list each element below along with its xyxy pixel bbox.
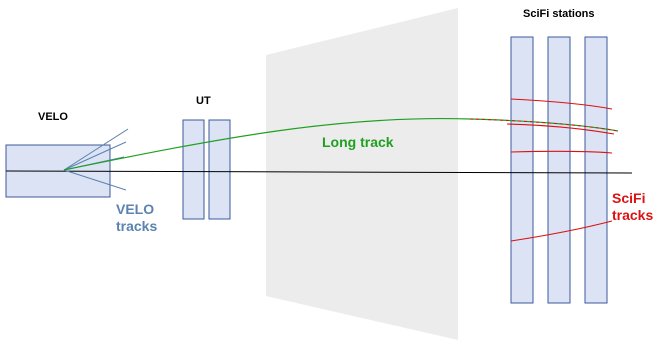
scifi-track [510, 150, 613, 154]
long-track-label: Long track [322, 134, 394, 150]
scifi-tracks [506, 98, 615, 242]
velo-track [63, 141, 127, 171]
velo-tracks-label-line2: tracks [116, 218, 157, 234]
velo-tracks-label-line1: VELO [116, 201, 154, 217]
scifi-tracks-label-line2: tracks [612, 207, 653, 223]
velo-label: VELO [38, 111, 68, 123]
ut-plane-2 [208, 119, 231, 220]
ut-label: UT [196, 95, 211, 107]
velo-track [63, 169, 127, 191]
scifi-station-1 [510, 36, 534, 304]
scifi-station-2 [547, 36, 571, 304]
scifi-track [510, 220, 613, 242]
scifi-station-3 [584, 36, 608, 304]
velo-track [63, 128, 129, 171]
magnet-region [266, 8, 458, 340]
beam-axis [5, 170, 633, 174]
scifi-tracks-label-line1: SciFi [612, 190, 645, 206]
scifi-track [510, 98, 613, 110]
ut-plane-1 [182, 119, 205, 220]
scifi-track [506, 123, 615, 135]
scifi-stations-label: SciFi stations [523, 8, 595, 20]
